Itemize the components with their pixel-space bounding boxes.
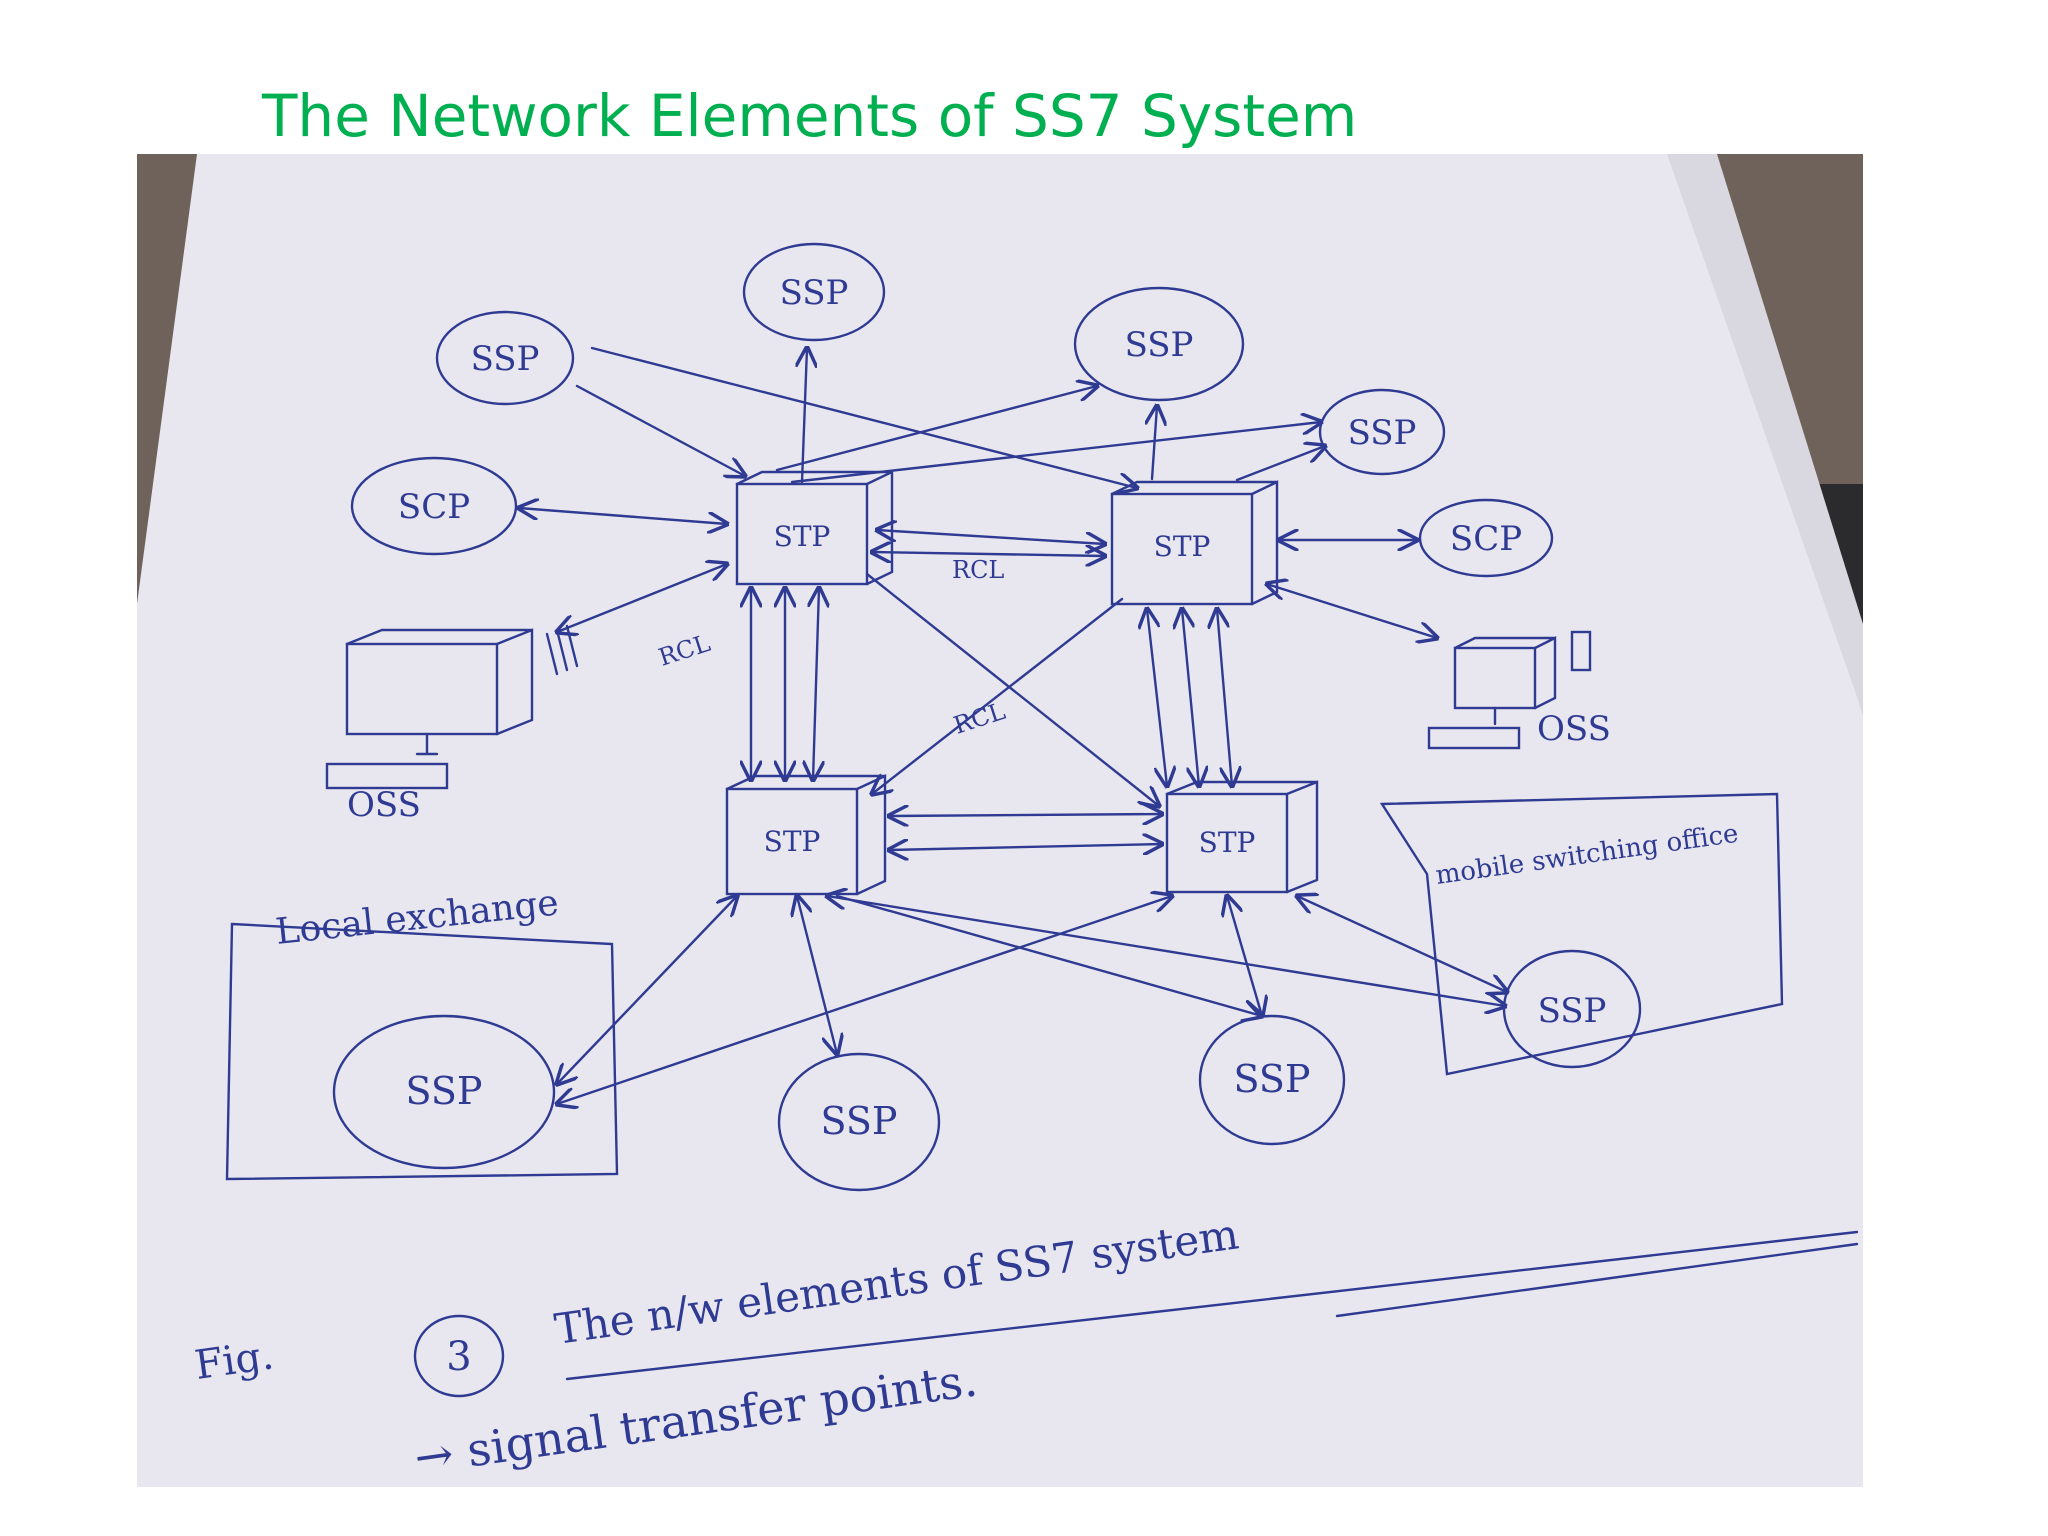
ssp-bottom-center-label: SSP <box>821 1099 898 1143</box>
scp-left-shape <box>350 456 518 556</box>
ssp-top-center-shape <box>742 242 886 342</box>
fig-number: 3 <box>446 1334 471 1380</box>
link-label-rcl-1: RCL <box>952 556 1004 584</box>
stp-top-right-label: STP <box>1154 530 1211 563</box>
scp-right-shape <box>1418 498 1554 578</box>
mobile-office-box <box>1379 792 1784 1076</box>
diagram-photo: SSP SSP SSP SSP SCP SCP STP STP STP STP … <box>137 154 1863 1487</box>
ssp-local-label: SSP <box>406 1069 483 1113</box>
fig-number-circle <box>413 1314 505 1398</box>
local-exchange-box <box>225 922 619 1181</box>
ssp-top-left-label: SSP <box>471 339 540 379</box>
caption-underline-2 <box>1335 1242 1859 1318</box>
caption-underline-1 <box>565 1230 1859 1381</box>
slide-title: The Network Elements of SS7 System <box>262 82 1358 150</box>
ssp-right-label: SSP <box>1348 413 1417 453</box>
stp-top-left-shape <box>735 470 894 586</box>
paper-edge <box>1667 154 1863 714</box>
stp-bottom-right-label: STP <box>1199 826 1256 859</box>
scp-left-label: SCP <box>398 487 470 527</box>
oss-left-shape <box>325 624 579 790</box>
ssp-top-right-shape <box>1073 286 1245 402</box>
oss-right-label: OSS <box>1537 709 1611 749</box>
stp-top-left-label: STP <box>774 520 831 553</box>
stp-bottom-left-label: STP <box>764 825 821 858</box>
ssp-bottom-right-shape <box>1198 1014 1346 1146</box>
ssp-top-center-label: SSP <box>780 273 849 313</box>
ssp-mobile-label: SSP <box>1538 991 1607 1031</box>
ssp-top-left-shape <box>435 310 575 406</box>
oss-right-shape <box>1427 630 1592 750</box>
oss-left-label: OSS <box>347 785 421 825</box>
signaling-links <box>519 348 1507 1104</box>
scp-right-label: SCP <box>1450 519 1522 559</box>
fig-prefix: Fig. <box>192 1332 277 1389</box>
ssp-bottom-right-label: SSP <box>1234 1057 1311 1101</box>
ssp-top-right-label: SSP <box>1125 325 1194 365</box>
